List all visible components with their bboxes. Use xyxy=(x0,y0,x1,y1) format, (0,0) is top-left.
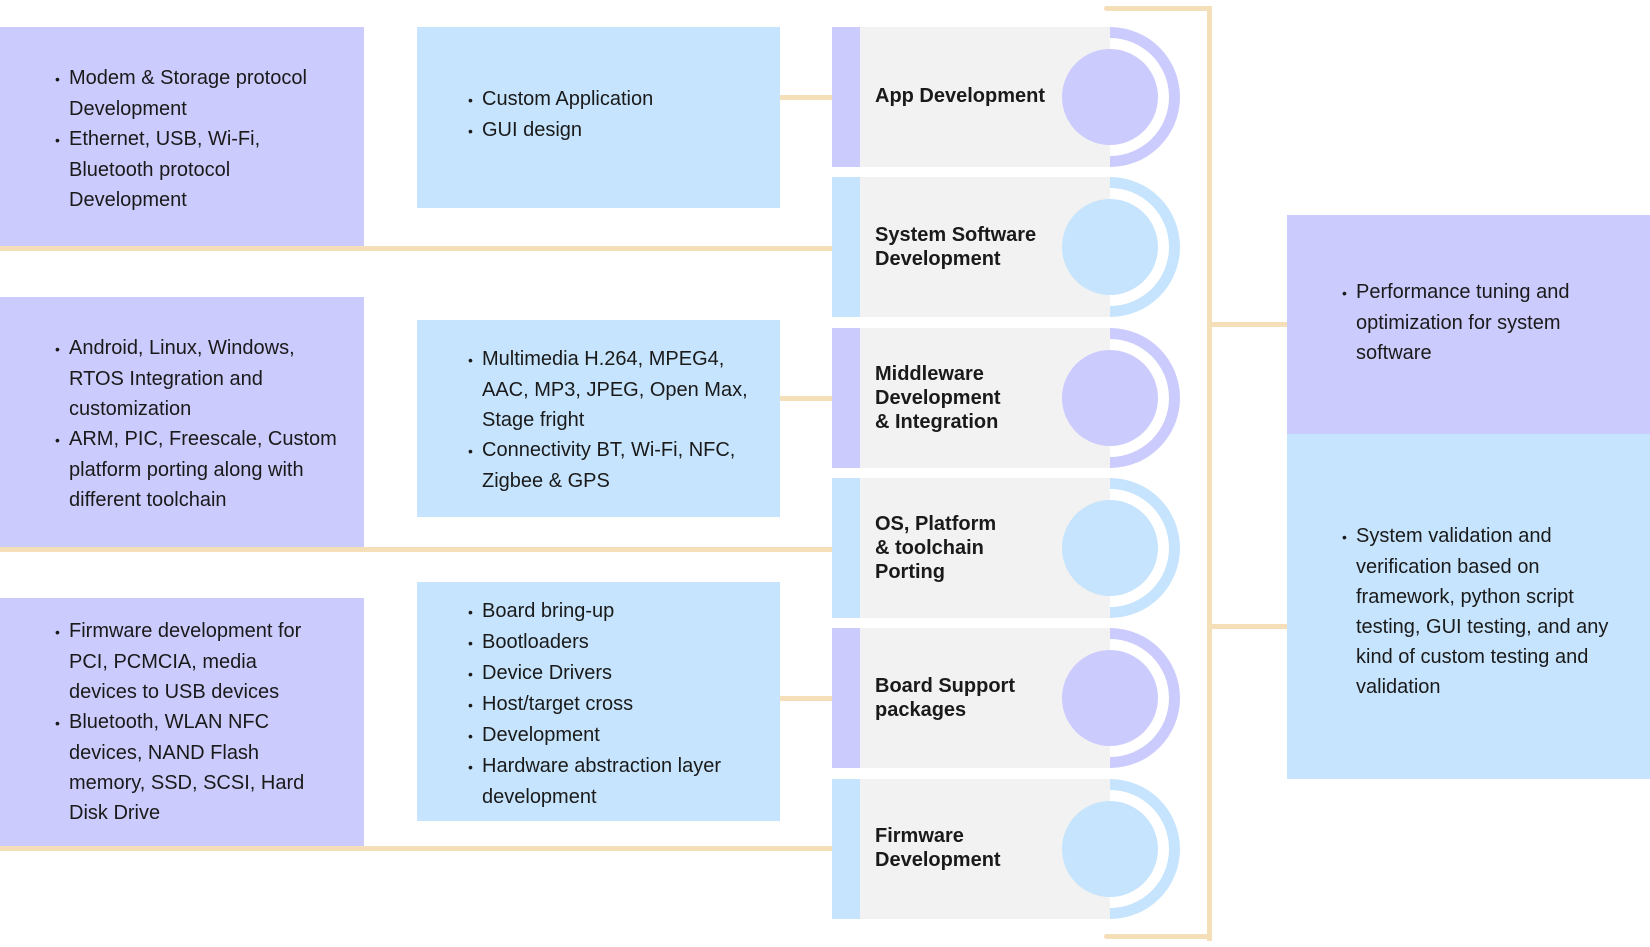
connector-mid-1 xyxy=(780,95,832,100)
list-item: ARM, PIC, Freescale, Custom platform por… xyxy=(55,424,344,515)
stage-color-strip xyxy=(832,177,860,317)
list-item: Multimedia H.264, MPEG4, AAC, MP3, JPEG,… xyxy=(468,344,760,435)
bracket-vertical xyxy=(1207,6,1212,941)
list-item: Firmware development for PCI, PCMCIA, me… xyxy=(55,616,314,707)
stage-label: Firmware Development xyxy=(875,825,1001,871)
stage-circle xyxy=(1062,650,1158,746)
stage-circle xyxy=(1062,350,1158,446)
stage-label: Middleware Development & Integration xyxy=(875,363,1001,433)
list-item: Board bring-up xyxy=(468,596,760,627)
connector-left-3 xyxy=(0,846,832,851)
list-item: Host/target cross xyxy=(468,689,760,720)
right-panel-2: System validation and verification based… xyxy=(1287,434,1650,779)
list-item: Connectivity BT, Wi-Fi, NFC, Zigbee & GP… xyxy=(468,435,760,496)
list-item: Custom Application xyxy=(468,84,760,115)
stage-label: App Development xyxy=(875,85,1046,107)
list-item: Ethernet, USB, Wi-Fi, Bluetooth protocol… xyxy=(55,124,324,215)
left-box-3: Firmware development for PCI, PCMCIA, me… xyxy=(0,598,364,846)
connector-right-1 xyxy=(1207,322,1287,327)
stage-label: System Software Development xyxy=(875,224,1037,270)
left-box-2: Android, Linux, Windows, RTOS Integratio… xyxy=(0,297,364,547)
connector-left-1 xyxy=(0,246,832,251)
stage-label: Board Support packages xyxy=(875,675,1015,721)
list-item: Performance tuning and optimization for … xyxy=(1342,277,1610,368)
bracket-bottom xyxy=(1104,934,1212,939)
right-panel-1: Performance tuning and optimization for … xyxy=(1287,215,1650,434)
connector-left-2 xyxy=(0,547,832,552)
stage-circle xyxy=(1062,500,1158,596)
stage-circle xyxy=(1062,199,1158,295)
stage-color-strip xyxy=(832,328,860,468)
list-item: Development xyxy=(468,720,760,751)
connector-mid-2 xyxy=(780,396,832,401)
stage-circle xyxy=(1062,801,1158,897)
list-item: Hardware abstraction layer development xyxy=(468,751,760,812)
stage-color-strip xyxy=(832,628,860,768)
mid-box-2: Multimedia H.264, MPEG4, AAC, MP3, JPEG,… xyxy=(417,320,780,517)
bracket-top xyxy=(1104,6,1212,11)
stage-color-strip xyxy=(832,779,860,919)
list-item: Android, Linux, Windows, RTOS Integratio… xyxy=(55,333,344,424)
stage-color-strip xyxy=(832,27,860,167)
connector-right-2 xyxy=(1207,624,1287,629)
stage-color-strip xyxy=(832,478,860,618)
list-item: System validation and verification based… xyxy=(1342,521,1620,702)
list-item: Device Drivers xyxy=(468,658,760,689)
stage-circle xyxy=(1062,49,1158,145)
mid-box-1: Custom Application GUI design xyxy=(417,27,780,208)
connector-mid-3 xyxy=(780,696,832,701)
list-item: Bootloaders xyxy=(468,627,760,658)
list-item: GUI design xyxy=(468,115,760,146)
list-item: Bluetooth, WLAN NFC devices, NAND Flash … xyxy=(55,707,314,828)
list-item: Modem & Storage protocol Development xyxy=(55,63,324,124)
stage-label: OS, Platform & toolchain Porting xyxy=(875,513,997,583)
left-box-1: Modem & Storage protocol Development Eth… xyxy=(0,27,364,246)
mid-box-3: Board bring-up Bootloaders Device Driver… xyxy=(417,582,780,821)
